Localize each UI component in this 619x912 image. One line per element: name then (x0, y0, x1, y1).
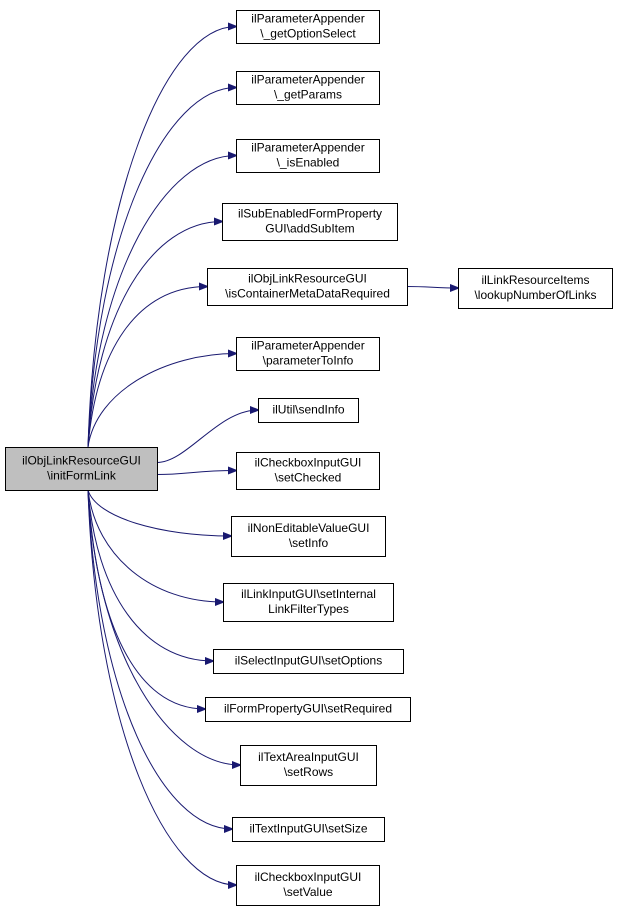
node-label-line: \setValue (283, 885, 332, 899)
node-n6[interactable]: ilLinkResourceItems\lookupNumberOfLinks (458, 268, 613, 309)
edge-root-n8 (156, 410, 258, 463)
edge-n5-n6 (406, 287, 458, 289)
node-label-line: ilParameterAppender (251, 73, 364, 87)
node-label-line: \setRows (284, 765, 333, 779)
edge-root-n2 (87, 88, 236, 448)
edge-root-n7 (87, 354, 236, 448)
node-n1[interactable]: ilParameterAppender\_getOptionSelect (236, 10, 380, 44)
edge-root-n13 (87, 489, 205, 709)
node-box (5, 447, 158, 491)
edge-root-n4 (87, 222, 222, 448)
node-label-line: ilParameterAppender (251, 141, 364, 155)
edge-root-n5 (87, 287, 207, 448)
node-label-line: \parameterToInfo (263, 354, 354, 368)
node-n7[interactable]: ilParameterAppender\parameterToInfo (236, 337, 380, 371)
node-label-line: ilSelectInputGUI\setOptions (235, 654, 382, 668)
node-label-line: \_getOptionSelect (260, 27, 356, 41)
node-label-line: ilParameterAppender (251, 12, 364, 26)
node-label-line: \setChecked (275, 471, 342, 485)
edge-root-n1 (87, 27, 236, 448)
node-box (458, 268, 613, 309)
node-label-line: ilUtil\sendInfo (272, 403, 344, 417)
node-label-line: \_getParams (274, 88, 342, 102)
edge-root-n15 (87, 489, 232, 829)
node-box (236, 71, 380, 105)
node-label-line: ilCheckboxInputGUI (255, 870, 362, 884)
node-box (231, 516, 386, 557)
node-label-line: ilParameterAppender (251, 339, 364, 353)
node-n5[interactable]: ilObjLinkResourceGUI\isContainerMetaData… (207, 268, 408, 306)
edge-root-n16 (87, 489, 236, 885)
edge-root-n11 (87, 489, 223, 602)
node-n14[interactable]: ilTextAreaInputGUI\setRows (240, 745, 377, 786)
node-n2[interactable]: ilParameterAppender\_getParams (236, 71, 380, 105)
node-label-line: ilObjLinkResourceGUI (22, 454, 141, 468)
node-box (236, 337, 380, 371)
node-box (222, 203, 398, 241)
node-box (240, 745, 377, 786)
node-box (236, 452, 380, 490)
node-n15[interactable]: ilTextInputGUI\setSize (232, 817, 385, 842)
edge-root-n12 (87, 489, 213, 661)
node-box (207, 268, 408, 306)
node-n10[interactable]: ilNonEditableValueGUI\setInfo (231, 516, 386, 557)
node-n12[interactable]: ilSelectInputGUI\setOptions (213, 649, 404, 674)
node-label-line: ilSubEnabledFormProperty (238, 207, 382, 221)
node-box (258, 398, 359, 423)
node-n11[interactable]: ilLinkInputGUI\setInternalLinkFilterType… (223, 583, 394, 622)
edge-root-n10 (87, 489, 231, 536)
node-label-line: ilFormPropertyGUI\setRequired (224, 702, 392, 716)
node-label-line: \setInfo (289, 536, 329, 550)
node-n16[interactable]: ilCheckboxInputGUI\setValue (236, 865, 380, 906)
node-root[interactable]: ilObjLinkResourceGUI\initFormLink (5, 447, 158, 491)
node-box (232, 817, 385, 842)
node-label-line: GUI\addSubItem (265, 222, 354, 236)
node-label-line: \isContainerMetaDataRequired (225, 287, 390, 301)
node-label-line: ilLinkInputGUI\setInternal (241, 587, 376, 601)
node-box (205, 697, 411, 722)
node-n13[interactable]: ilFormPropertyGUI\setRequired (205, 697, 411, 722)
node-box (223, 583, 394, 622)
node-n9[interactable]: ilCheckboxInputGUI\setChecked (236, 452, 380, 490)
node-label-line: ilObjLinkResourceGUI (248, 272, 367, 286)
node-label-line: ilLinkResourceItems (481, 273, 589, 287)
node-box (236, 10, 380, 44)
node-box (236, 865, 380, 906)
node-label-line: ilTextInputGUI\setSize (249, 822, 367, 836)
node-label-line: ilNonEditableValueGUI (248, 521, 370, 535)
node-n3[interactable]: ilParameterAppender\_isEnabled (236, 139, 380, 173)
node-box (236, 139, 380, 173)
node-box (213, 649, 404, 674)
edge-root-n9 (156, 471, 236, 475)
node-n8[interactable]: ilUtil\sendInfo (258, 398, 359, 423)
node-label-line: \initFormLink (47, 469, 117, 483)
node-label-line: ilTextAreaInputGUI (258, 750, 359, 764)
edges-layer (87, 27, 458, 886)
edge-root-n14 (87, 489, 240, 765)
node-label-line: \lookupNumberOfLinks (474, 288, 596, 302)
node-label-line: ilCheckboxInputGUI (255, 456, 362, 470)
node-label-line: LinkFilterTypes (268, 602, 349, 616)
edge-root-n3 (87, 156, 236, 448)
nodes-layer: ilObjLinkResourceGUI\initFormLinkilParam… (5, 10, 613, 906)
node-label-line: \_isEnabled (277, 156, 340, 170)
